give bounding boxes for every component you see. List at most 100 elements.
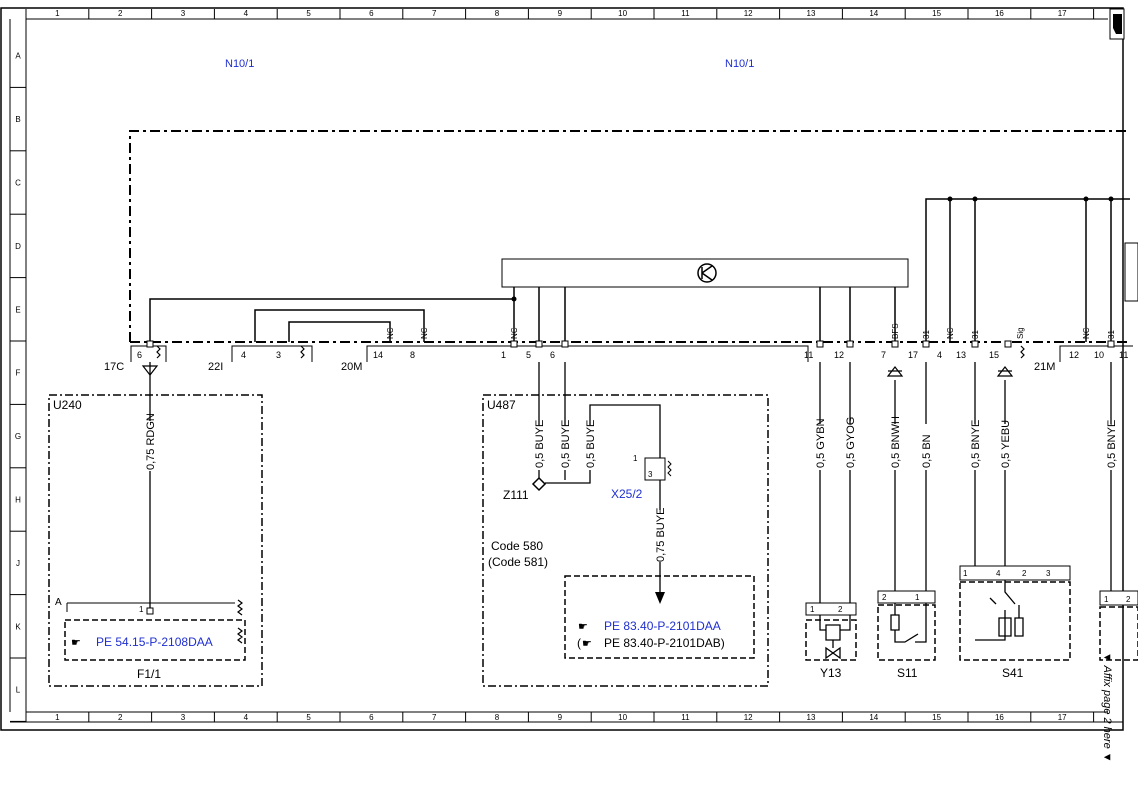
s41-connector xyxy=(959,565,1071,581)
n10-module-boundary xyxy=(129,130,1130,342)
f11-ref-box xyxy=(64,619,246,661)
column-label: 15 xyxy=(932,9,941,18)
row-label: E xyxy=(15,305,20,314)
pin-tag-nc-2: NC xyxy=(420,327,429,339)
f11-pin xyxy=(146,607,154,615)
column-label: 10 xyxy=(618,713,627,722)
code-581: (Code 581) xyxy=(488,555,548,569)
y13-label: Y13 xyxy=(820,666,842,680)
shield-icons xyxy=(141,365,1014,377)
y13-connector xyxy=(805,602,857,616)
x252-pin-3: 3 xyxy=(648,470,653,479)
wire-labels: 0,75 RDGN 0,5 BUYE 0,5 BUYE 0,5 BUYE 0,7… xyxy=(145,413,1118,562)
pin-tag-bfs: BFS xyxy=(891,323,900,339)
external-wires xyxy=(149,362,1112,610)
column-label: 12 xyxy=(744,9,753,18)
s11-pin-1: 1 xyxy=(915,593,920,602)
column-label: 13 xyxy=(807,713,816,722)
hand-pointer-icon: ☛ xyxy=(71,637,81,649)
wire-label: 0,5 BNWH xyxy=(890,416,902,468)
k-connector xyxy=(1099,590,1138,606)
column-label: 16 xyxy=(995,713,1004,722)
pe8340-ref-box xyxy=(564,575,755,659)
wire-label: 0,5 GYBN xyxy=(815,418,827,468)
column-label: 8 xyxy=(495,9,500,18)
column-label: 8 xyxy=(495,713,500,722)
column-label: 3 xyxy=(181,713,186,722)
row-label: D xyxy=(15,242,21,251)
s11-label: S11 xyxy=(897,666,918,680)
f11-resistor-icon xyxy=(237,599,243,644)
column-label: 14 xyxy=(869,9,878,18)
s41-pin-3: 3 xyxy=(1046,569,1051,578)
column-label: 2 xyxy=(118,713,123,722)
wire-label: 0,75 RDGN xyxy=(145,413,157,470)
wire-label: 0,5 BNYE xyxy=(1106,420,1118,468)
pin-number: 10 xyxy=(1094,350,1104,360)
s11-boundary xyxy=(877,604,936,661)
pin-number: 14 xyxy=(373,350,383,360)
pin-number: 4 xyxy=(937,350,942,360)
internal-wiring xyxy=(149,198,1130,342)
row-label: A xyxy=(15,52,21,61)
n10-label-left[interactable]: N10/1 xyxy=(225,58,254,70)
wire-label: 0,5 BUYE xyxy=(534,420,546,468)
u240-label: U240 xyxy=(53,398,82,412)
transistor-icon-inner xyxy=(701,265,713,281)
s41-switch-icon xyxy=(975,580,1024,641)
ref-pe8340a-link[interactable]: PE 83.40-P-2101DAA xyxy=(604,619,721,633)
pin-number: 13 xyxy=(956,350,966,360)
column-label: 4 xyxy=(244,9,249,18)
column-label: 12 xyxy=(744,713,753,722)
ref-pe8340b: PE 83.40-P-2101DAB) xyxy=(604,636,725,650)
row-label: G xyxy=(15,432,21,441)
pin-tag-31-b: 31 xyxy=(971,330,980,339)
u487-label: U487 xyxy=(487,398,516,412)
connector-21m: 21M xyxy=(1034,361,1055,373)
x252-link[interactable]: X25/2 xyxy=(611,487,643,501)
column-label: 13 xyxy=(807,9,816,18)
switch-icon xyxy=(890,603,927,643)
column-label: 17 xyxy=(1058,9,1067,18)
s41-pin-1: 1 xyxy=(963,569,968,578)
wire-label: 0,5 GYOG xyxy=(845,417,857,468)
ref-pe8340b-paren: ( xyxy=(577,636,581,650)
pin-number: 8 xyxy=(410,350,415,360)
pin-number: 15 xyxy=(989,350,999,360)
column-label: 1 xyxy=(55,713,60,722)
pin-number: 12 xyxy=(1069,350,1079,360)
pin-number: 17 xyxy=(908,350,918,360)
ref-pe5415-link[interactable]: PE 54.15-P-2108DAA xyxy=(96,635,213,649)
arrow-down-icon xyxy=(655,592,665,604)
pin-contacts xyxy=(146,340,1115,348)
wire-label: 0,5 BN xyxy=(921,434,933,468)
resistor-icons xyxy=(156,345,1025,359)
x252-resistor-icon xyxy=(667,460,672,477)
valve-icon xyxy=(819,615,851,660)
corner-glyph-icon xyxy=(1113,14,1122,34)
column-label: 14 xyxy=(869,713,878,722)
pin-number: 4 xyxy=(241,350,246,360)
column-label: 2 xyxy=(118,9,123,18)
transistor-module xyxy=(501,258,909,288)
s41-label: S41 xyxy=(1002,666,1024,680)
row-label: L xyxy=(16,686,21,695)
row-label: B xyxy=(15,115,20,124)
f11-label: F1/1 xyxy=(137,667,161,681)
pin-number: 11 xyxy=(804,350,813,360)
row-label: C xyxy=(15,179,21,188)
n10-label-right[interactable]: N10/1 xyxy=(725,58,754,70)
z111-label: Z111 xyxy=(503,488,529,502)
column-label: 11 xyxy=(681,713,690,722)
u240-boundary xyxy=(48,394,263,687)
column-label: 5 xyxy=(306,713,311,722)
code-580: Code 580 xyxy=(491,539,543,553)
a-label: A xyxy=(55,597,62,608)
affix-note: ▼ Affix page 2 here ▼ xyxy=(1101,652,1113,763)
k-boundary xyxy=(1099,606,1138,661)
column-label: 7 xyxy=(432,9,437,18)
outer-frame xyxy=(0,7,1124,731)
column-label: 9 xyxy=(558,9,563,18)
pin-numbers: 6 4 3 14 8 1 5 6 11 12 7 17 4 13 15 12 1… xyxy=(137,350,1128,360)
wire-label: 0,5 BUYE xyxy=(560,420,572,468)
